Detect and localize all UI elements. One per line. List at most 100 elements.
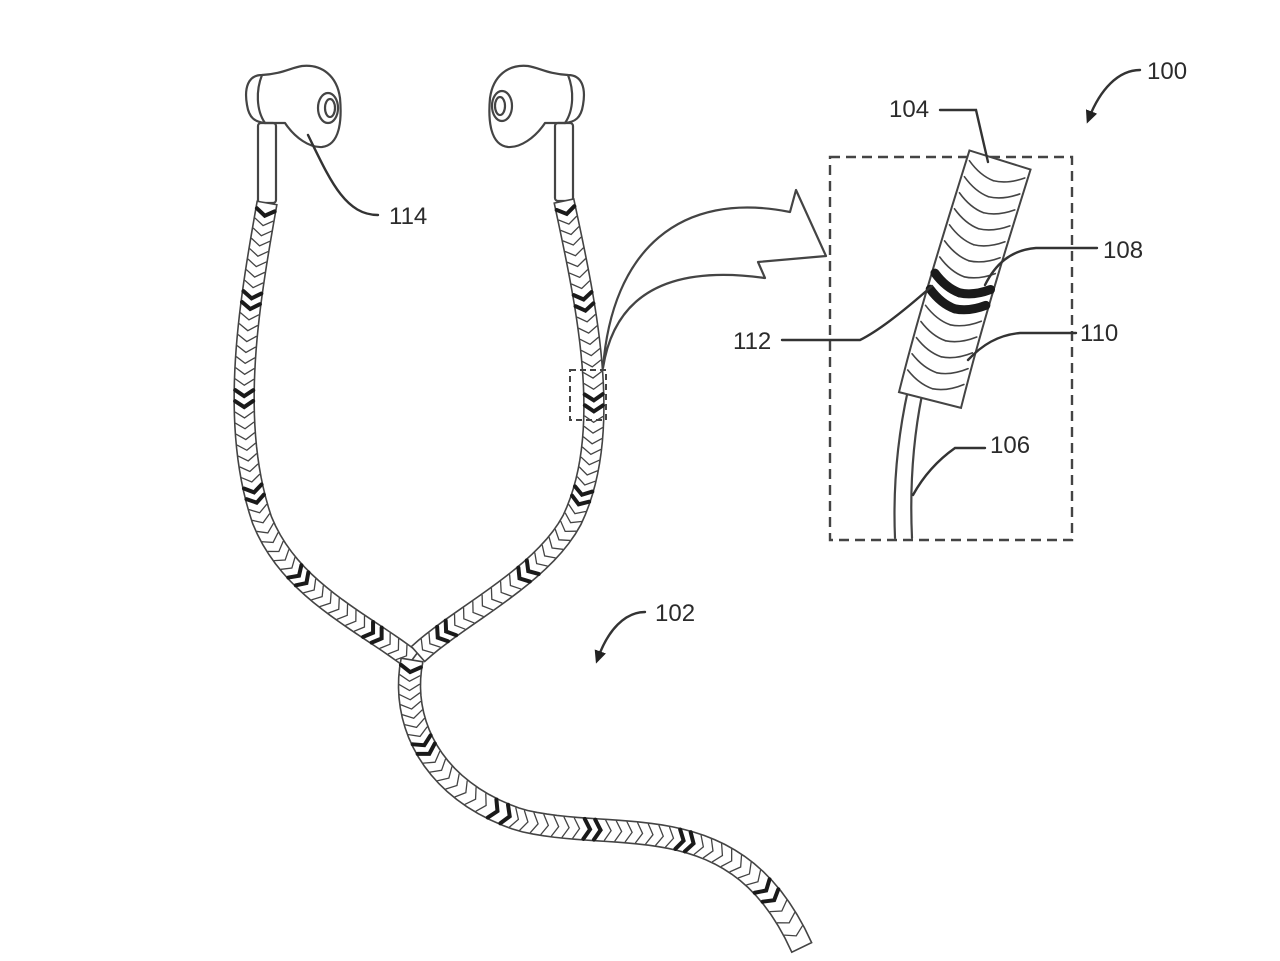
braid-weave-mark: [345, 609, 357, 626]
braid-weave-mark: [472, 600, 484, 618]
braid-weave-mark: [746, 869, 762, 886]
braid-weave-mark: [614, 820, 623, 842]
braid-weave-mark: [241, 473, 261, 483]
braid-weave-mark: [560, 520, 577, 533]
braid-weave-mark: [237, 453, 258, 462]
detail-weave-strand: [958, 191, 985, 214]
detail-weave-strand: [972, 240, 1006, 247]
braid-dark-strand: [240, 299, 262, 312]
braid-dark-strand: [443, 618, 459, 638]
braid-weave-mark: [566, 258, 586, 268]
braid-weave-mark: [519, 810, 529, 831]
braid-weave-mark: [776, 911, 796, 924]
braid-weave-mark: [769, 899, 788, 913]
braid-dark-strand: [485, 797, 500, 820]
detail-weave-strand: [924, 304, 951, 326]
braid-dark-strand: [582, 392, 605, 403]
braid-weave-mark: [238, 323, 259, 332]
detail-weave-strand: [943, 240, 970, 262]
braid-weave-mark: [251, 237, 271, 247]
braid-dark-strand: [582, 403, 605, 414]
braid-dark-strand: [573, 484, 595, 498]
braid-weave-mark: [235, 421, 255, 430]
braid-weave-mark: [404, 717, 425, 729]
braid-dark-strand: [682, 830, 696, 854]
braid-dark-strand: [293, 570, 311, 588]
braid-weave-mark: [655, 824, 665, 846]
detail-weave-strand: [948, 224, 975, 246]
ref-label-100: 100: [1147, 58, 1187, 85]
braid-weave-mark: [273, 549, 290, 562]
detail-weave-strand: [944, 336, 978, 343]
detail-weave-strand: [992, 177, 1026, 183]
braid-weave-mark: [578, 466, 598, 476]
braid-weave-mark: [583, 370, 603, 379]
detail-conductive-strand: [925, 284, 960, 314]
braid-weave-mark: [240, 312, 260, 321]
ref-label-102: 102: [655, 600, 695, 627]
braid-weave-mark: [554, 528, 571, 542]
braid-weave-mark: [481, 594, 494, 611]
braid-dark-strand: [369, 625, 384, 645]
braid-weave-mark: [664, 826, 675, 848]
braid-weave-mark: [603, 819, 612, 841]
braid-weave-mark: [453, 613, 466, 630]
braid-dark-strand: [591, 817, 603, 842]
braid-weave-mark: [580, 456, 600, 466]
braid-weave-mark: [711, 843, 724, 863]
braid-weave-mark: [499, 581, 513, 597]
braid-weave-mark: [581, 348, 601, 357]
braid-weave-mark: [702, 838, 714, 859]
braid-weave-mark: [256, 522, 274, 534]
braid-weave-mark: [490, 587, 503, 604]
braid-weave-mark: [508, 807, 520, 828]
braid-weave-mark: [583, 425, 604, 434]
braid-weave-mark: [540, 813, 550, 836]
ref-label-106: 106: [990, 432, 1030, 459]
braid-weave-mark: [562, 236, 582, 246]
detail-region-marker: [569, 369, 607, 421]
braid-dark-strand: [398, 662, 423, 675]
braid-weave-mark: [634, 822, 644, 844]
braid-weave-mark: [422, 750, 441, 764]
braid-weave-mark: [261, 532, 279, 544]
braid-weave-mark: [398, 683, 421, 692]
braid-weave-mark: [244, 279, 264, 289]
braid-dark-strand: [286, 563, 304, 580]
braid-weave-mark: [303, 578, 317, 594]
braid-weave-mark: [729, 854, 743, 873]
detail-weave-strand: [940, 352, 974, 359]
braid-weave-mark: [239, 463, 259, 473]
braid-weave-mark: [247, 258, 267, 268]
detail-braid-sleeve: [897, 149, 1032, 410]
braid-weave-mark: [508, 574, 522, 590]
braid-weave-mark: [550, 815, 560, 837]
detail-weave-strand: [949, 320, 983, 327]
braid-dark-strand: [254, 206, 277, 219]
braid-weave-mark: [429, 758, 447, 773]
braid-weave-mark: [576, 476, 596, 486]
braid-weave-mark: [407, 726, 428, 738]
braid-dark-strand: [554, 204, 577, 217]
braid-weave-mark: [319, 591, 332, 608]
braid-weave-mark: [579, 336, 599, 346]
detail-weave-strand: [968, 256, 1001, 263]
braid-dark-strand: [241, 289, 264, 301]
ref-label-112: 112: [733, 328, 771, 355]
detail-view: [828, 149, 1074, 542]
detail-weave-strand: [977, 225, 1011, 231]
braid-weave-mark: [783, 925, 803, 937]
detail-conductive-strand: [950, 300, 991, 315]
braid-weave-mark: [399, 674, 421, 683]
detail-sleeve-outline: [897, 149, 1032, 410]
leader-lines: [306, 108, 1099, 497]
braid-weave-mark: [237, 334, 257, 343]
braid-weave-mark: [561, 816, 570, 838]
left-earbud: [245, 64, 342, 205]
ref-label-110: 110: [1080, 320, 1118, 347]
detail-weave-strand: [987, 193, 1021, 199]
ref-label-104: 104: [889, 96, 929, 123]
braid-weave-mark: [234, 378, 255, 387]
braid-weave-mark: [582, 359, 602, 368]
